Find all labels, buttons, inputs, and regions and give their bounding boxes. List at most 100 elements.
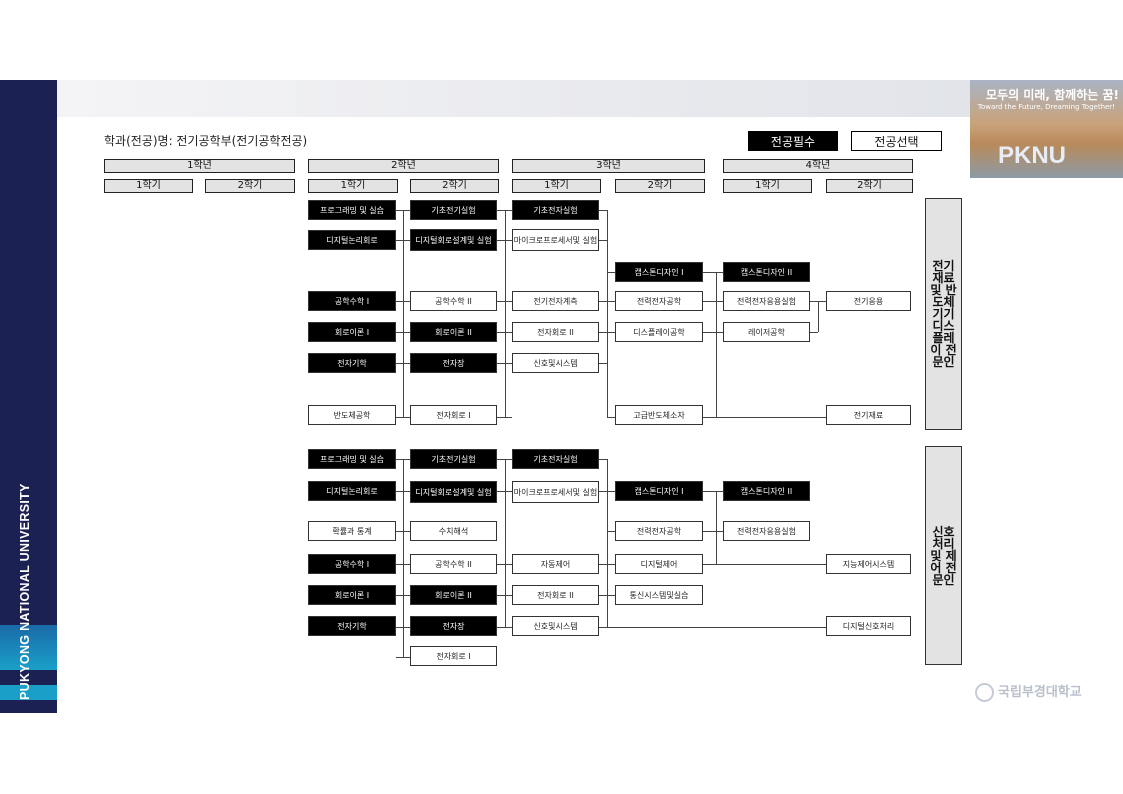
course-box: 전자회로 II	[512, 322, 599, 342]
course-box: 캡스톤디자인 I	[615, 481, 703, 501]
course-box: 전자회로 I	[410, 646, 497, 666]
course-box: 디지털제어	[615, 554, 703, 574]
course-box: 레이저공학	[723, 322, 810, 342]
course-box: 디지털논리회로	[308, 481, 396, 501]
connector-line	[599, 332, 607, 333]
course-box: 전자기학	[308, 616, 396, 636]
sidebar-accent-band	[0, 625, 57, 670]
page-title: 학과(전공)명: 전기공학부(전기공학전공)	[104, 134, 308, 148]
track-label: 신호처리 및 제어 전문인	[925, 446, 962, 665]
connector-line	[703, 564, 826, 565]
connector-line	[599, 210, 607, 211]
connector-line	[599, 240, 607, 241]
course-box: 통신시스템및실습	[615, 585, 703, 605]
course-box: 전자장	[410, 353, 497, 373]
connector-line	[497, 491, 512, 492]
slogan-subtitle: Toward the Future, Dreaming Together!	[977, 103, 1115, 111]
course-box: 신호및시스템	[512, 616, 599, 636]
course-box: 반도체공학	[308, 405, 396, 425]
semester-header: 2학기	[410, 179, 499, 193]
connector-line	[396, 531, 410, 532]
semester-header: 2학기	[615, 179, 705, 193]
course-box: 전기재료	[826, 405, 911, 425]
connector-line	[810, 332, 818, 333]
connector-line	[497, 363, 512, 364]
connector-line	[497, 627, 512, 628]
connector-line	[396, 564, 410, 565]
course-box: 전자회로 II	[512, 585, 599, 605]
course-box: 회로이론 I	[308, 322, 396, 342]
connector-line	[396, 491, 410, 492]
semester-header: 1학기	[308, 179, 398, 193]
connector-line	[599, 491, 607, 492]
connector-line	[818, 301, 819, 332]
connector-line	[505, 459, 506, 627]
connector-line	[497, 459, 512, 460]
course-box: 기초전기실험	[410, 200, 497, 220]
course-box: 전력전자공학	[615, 291, 703, 311]
course-box: 디지털신호처리	[826, 616, 911, 636]
legend-elective: 전공선택	[851, 131, 942, 151]
connector-line	[607, 564, 615, 565]
campus-photo: 모두의 미래, 함께하는 꿈! Toward the Future, Dream…	[970, 80, 1123, 178]
connector-line	[396, 332, 410, 333]
connector-line	[497, 564, 512, 565]
connector-line	[396, 417, 410, 418]
year-header: 3학년	[512, 159, 705, 173]
connector-line	[716, 491, 717, 564]
connector-line	[599, 627, 607, 628]
connector-line	[599, 459, 607, 460]
connector-line	[716, 272, 717, 417]
semester-header: 2학기	[826, 179, 913, 193]
course-box: 디지털논리회로	[308, 230, 396, 250]
track-label: 전기재료 및 반도체 기기 디스플레이 전문인	[925, 198, 962, 430]
connector-line	[497, 417, 512, 418]
connector-line	[396, 363, 410, 364]
course-box: 기초전자실험	[512, 449, 599, 469]
connector-line	[607, 491, 615, 492]
pknu-logo: PKNU	[998, 142, 1067, 169]
connector-line	[607, 531, 615, 532]
semester-header: 1학기	[512, 179, 601, 193]
course-box: 공학수학 II	[410, 291, 497, 311]
course-box: 전력전자응용실험	[723, 291, 810, 311]
connector-line	[607, 417, 615, 418]
course-box: 수치해석	[410, 521, 497, 541]
course-box: 공학수학 I	[308, 554, 396, 574]
course-box: 디지털회로설계및 실험	[410, 481, 497, 503]
course-box: 회로이론 I	[308, 585, 396, 605]
connector-line	[497, 332, 512, 333]
connector-line	[703, 332, 723, 333]
course-box: 확률과 통계	[308, 521, 396, 541]
connector-line	[497, 240, 512, 241]
connector-line	[599, 564, 607, 565]
course-box: 전기전자계측	[512, 291, 599, 311]
connector-line	[505, 210, 506, 417]
connector-line	[396, 210, 410, 211]
connector-line	[497, 210, 512, 211]
course-box: 회로이론 II	[410, 322, 497, 342]
university-seal-icon	[975, 683, 994, 702]
year-header: 1학년	[104, 159, 295, 173]
course-box: 디지털회로설계및 실험	[410, 229, 497, 251]
connector-line	[703, 272, 723, 273]
course-box: 기초전기실험	[410, 449, 497, 469]
course-box: 프로그래밍 및 실습	[308, 200, 396, 220]
sidebar-accent-band	[0, 685, 57, 700]
course-box: 디스플레이공학	[615, 322, 703, 342]
course-box: 전자기학	[308, 353, 396, 373]
connector-line	[607, 301, 615, 302]
connector-line	[497, 301, 512, 302]
university-name: PUKYONG NATIONAL UNIVERSITY	[18, 483, 32, 700]
course-box: 캡스톤디자인 II	[723, 481, 810, 501]
course-box: 마이크로프로세서및 실험	[512, 229, 599, 251]
connector-line	[703, 491, 723, 492]
course-box: 회로이론 II	[410, 585, 497, 605]
header-strip	[57, 80, 1123, 117]
course-box: 전자회로 I	[410, 405, 497, 425]
connector-line	[607, 210, 608, 417]
course-box: 신호및시스템	[512, 353, 599, 373]
footer-logo-text: 국립부경대학교	[998, 685, 1082, 700]
connector-line	[403, 210, 404, 417]
year-header: 2학년	[308, 159, 499, 173]
